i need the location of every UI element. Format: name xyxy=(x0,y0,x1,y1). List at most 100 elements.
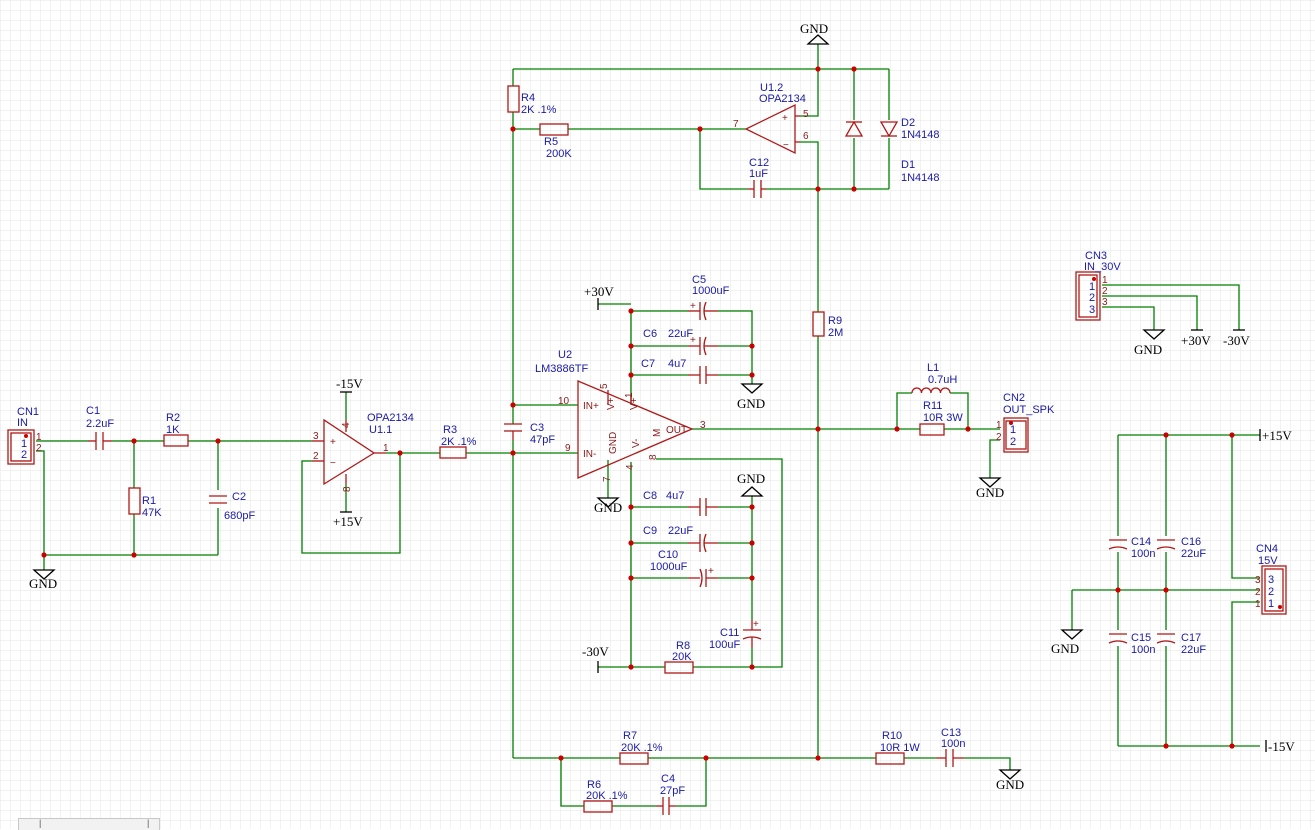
resistor-r2[interactable]: R2 1K xyxy=(163,412,189,447)
capacitor-c14[interactable]: C14 100n xyxy=(1108,536,1155,560)
u2-pin8: 8 xyxy=(648,454,659,460)
cn4-pin1-num: 1 xyxy=(1255,599,1261,610)
u12-ref: U1.2 xyxy=(760,82,783,94)
c17-ref: C17 xyxy=(1181,632,1201,644)
gnd-symbol-input: GND xyxy=(29,569,57,591)
status-divider-right: | xyxy=(147,818,150,828)
connector-cn2[interactable]: CN2 OUT_SPK 1 2 1 2 xyxy=(996,392,1055,453)
c13-ref: C13 xyxy=(941,727,961,739)
neg15-cn4-label: -15V xyxy=(1268,739,1295,754)
cn2-pin2-label: 2 xyxy=(1010,436,1016,448)
r2-value: 1K xyxy=(166,424,180,436)
wires xyxy=(36,44,1260,807)
u12-pin7: 7 xyxy=(733,119,739,130)
capacitor-c8[interactable]: C8 4u7 xyxy=(643,490,718,516)
u2-pin3: 3 xyxy=(700,420,706,431)
capacitor-c17[interactable]: C17 22uF xyxy=(1156,632,1206,656)
u2-out: OUT xyxy=(666,425,687,436)
c6-ref: C6 xyxy=(643,328,657,340)
resistor-r3[interactable]: R3 2K .1% xyxy=(439,424,477,459)
capacitor-c9[interactable]: C9 22uF xyxy=(643,525,718,553)
r8-value: 20K xyxy=(672,651,692,663)
gnd-symbol-cn4: GND xyxy=(1051,629,1084,656)
c8-value: 4u7 xyxy=(666,490,684,502)
junctions xyxy=(41,66,1235,761)
svg-text:+: + xyxy=(708,566,714,577)
gnd-symbol-u2-pin7: GND xyxy=(594,497,622,515)
neg30-u2-label: -30V xyxy=(582,644,609,659)
r7-ref: R7 xyxy=(623,730,637,742)
pos15-cn4-label: +15V xyxy=(1262,428,1292,443)
u2-ref: U2 xyxy=(558,349,572,361)
opamp-u1-2[interactable]: + − 5 6 7 U1.2 OPA2134 xyxy=(733,82,809,155)
gnd-symbol-output: GND xyxy=(976,477,1004,500)
capacitor-c15[interactable]: C15 100n xyxy=(1108,632,1155,656)
diode-d2[interactable]: D2 1N4148 xyxy=(879,117,940,141)
u2-vplus-b: V+ xyxy=(629,397,640,410)
inductor-l1[interactable]: L1 0.7uH xyxy=(911,362,957,394)
cn3-ref: CN3 xyxy=(1085,250,1107,262)
c14-value: 100n xyxy=(1131,548,1155,560)
gnd-cn4-label: GND xyxy=(1051,641,1079,656)
r8-ref: R8 xyxy=(676,640,690,652)
resistor-r6[interactable]: R6 20K .1% xyxy=(583,779,628,813)
capacitor-c13[interactable]: C13 100n xyxy=(936,727,965,767)
cn1-pin2-label: 2 xyxy=(21,449,27,461)
capacitor-c6[interactable]: + C6 22uF xyxy=(643,328,718,356)
capacitor-c7[interactable]: C7 4u7 xyxy=(641,358,718,384)
power-neg15-cn4: -15V xyxy=(1265,739,1295,754)
capacitor-c2[interactable]: C2 680pF xyxy=(209,491,255,522)
c9-ref: C9 xyxy=(643,525,657,537)
resistor-r10[interactable]: R10 10R 1W xyxy=(875,730,920,765)
power-neg30-cn3: -30V xyxy=(1223,329,1250,348)
cn3-pin2-num: 2 xyxy=(1102,286,1108,297)
svg-text:+: + xyxy=(690,335,696,346)
cn2-ref: CN2 xyxy=(1003,392,1025,404)
gnd-output-label: GND xyxy=(976,485,1004,500)
cn3-value: IN_30V xyxy=(1084,261,1121,273)
c5-value: 1000uF xyxy=(692,285,730,297)
u11-pin1: 1 xyxy=(383,443,389,454)
cn1-pin1-num: 1 xyxy=(36,432,42,443)
r11-value: 10R 3W xyxy=(923,412,963,424)
resistor-r4[interactable]: R4 2K .1% xyxy=(507,85,557,116)
connector-cn3[interactable]: CN3 IN_30V 1 2 3 1 2 3 xyxy=(1075,250,1121,321)
c17-value: 22uF xyxy=(1181,644,1206,656)
pos30-cn3-label: +30V xyxy=(1181,333,1211,348)
opamp-u1-1[interactable]: + − 3 2 1 4 8 OPA2134 U1.1 xyxy=(312,412,414,492)
resistor-r8[interactable]: R8 20K xyxy=(664,640,694,674)
svg-text:+: + xyxy=(782,113,788,124)
r10-value: 10R 1W xyxy=(880,742,920,754)
capacitor-c3[interactable]: C3 47pF xyxy=(504,422,555,446)
cn4-pin3-label: 3 xyxy=(1268,574,1274,586)
connector-cn1[interactable]: CN1 IN 1 2 1 2 xyxy=(7,406,42,465)
u11-value: OPA2134 xyxy=(367,412,414,424)
capacitor-c12[interactable]: C12 1uF xyxy=(748,157,769,198)
capacitor-c11[interactable]: + C11 100uF xyxy=(709,619,762,651)
resistor-r11[interactable]: R11 10R 3W xyxy=(919,400,963,436)
r4-ref: R4 xyxy=(521,92,535,104)
resistor-r9[interactable]: R9 2M xyxy=(812,311,843,339)
capacitor-c10[interactable]: + C10 1000uF xyxy=(650,549,718,588)
u2-value: LM3886TF xyxy=(535,363,588,375)
capacitor-c5[interactable]: + C5 1000uF xyxy=(688,274,730,321)
diode-d1[interactable]: D1 1N4148 xyxy=(844,120,940,184)
d1-value: 1N4148 xyxy=(901,172,940,184)
gnd-top-label: GND xyxy=(800,21,828,36)
capacitor-c1[interactable]: C1 2.2uF xyxy=(86,405,114,450)
gnd-zobel-label: GND xyxy=(996,777,1024,792)
gnd-cn3-label: GND xyxy=(1134,342,1162,357)
u2-pin10: 10 xyxy=(558,396,570,407)
resistor-r5[interactable]: R5 200K xyxy=(539,123,572,160)
c10-ref: C10 xyxy=(658,549,678,561)
r6-ref: R6 xyxy=(587,779,601,791)
capacitor-c4[interactable]: C4 27pF xyxy=(656,773,685,815)
c12-ref: C12 xyxy=(749,157,769,169)
resistor-r7[interactable]: R7 20K .1% xyxy=(619,730,663,765)
amplifier-u2[interactable]: IN+ IN- OUT V+ V+ GND V- M 10 9 5 1 4 7 … xyxy=(535,349,706,482)
l1-ref: L1 xyxy=(927,362,939,374)
connector-cn4[interactable]: CN4 15V 3 2 1 3 2 1 xyxy=(1255,543,1287,615)
capacitor-c16[interactable]: C16 22uF xyxy=(1156,536,1206,560)
resistor-r1[interactable]: R1 47K xyxy=(128,487,162,519)
